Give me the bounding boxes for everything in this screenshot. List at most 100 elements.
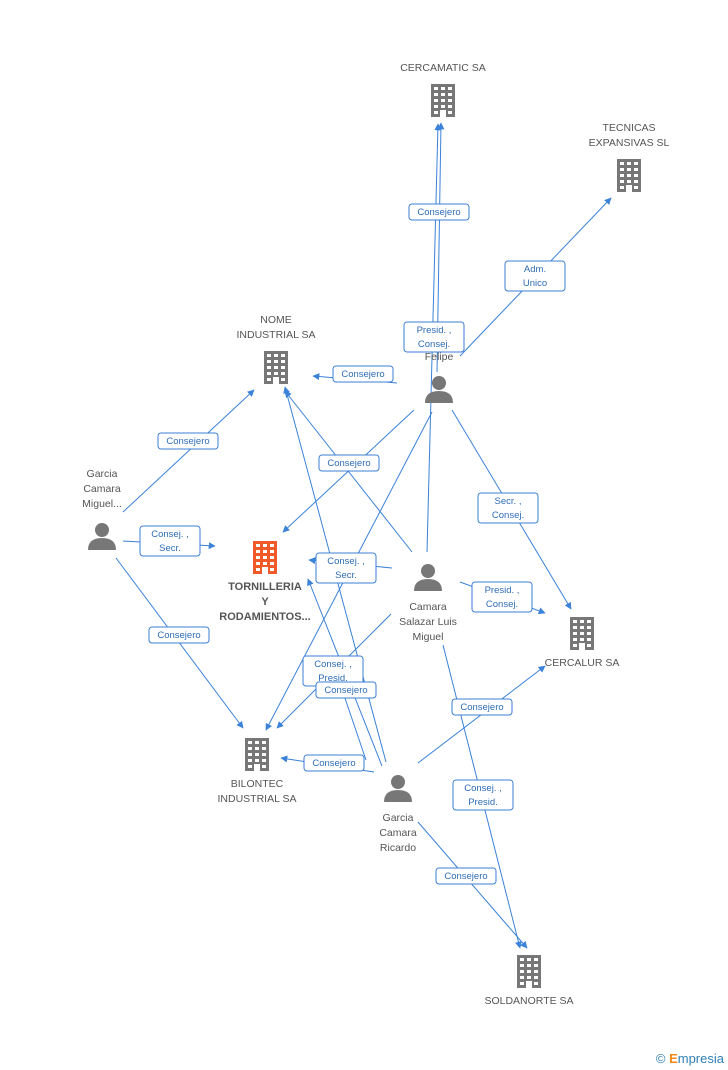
edge-role-label: Secr. , Consej. — [477, 492, 539, 524]
edge-label-box — [435, 867, 497, 885]
edge-labels-layer: ConsejeroAdm.UnicoConsejeroConsejeroSecr… — [139, 203, 566, 885]
person-icon — [414, 564, 442, 591]
edge-label-text: Secr. , — [495, 496, 522, 507]
edge-role-label: Consej. , Presid. — [302, 655, 364, 687]
edge-role-label: Consejero — [157, 432, 219, 450]
building-icon — [617, 159, 641, 192]
node-tornilleria[interactable]: TORNILLERIA Y RODAMIENTOS... — [219, 541, 311, 623]
edge-ricardo-to-soldanorte — [417, 821, 528, 949]
edge-label-text: Consejero — [312, 758, 355, 769]
edge-label-text: Consej. — [418, 339, 450, 350]
edge-label-text: Consej. , — [464, 783, 502, 794]
edge-role-label: Consejero — [451, 698, 513, 716]
node-tecnicas[interactable]: TECNICAS EXPANSIVAS SL — [589, 122, 670, 192]
node-label: CERCAMATIC SA — [400, 62, 486, 74]
edge-label-text: Presid. , — [417, 325, 452, 336]
node-label: TECNICAS — [602, 122, 655, 134]
node-label: Camara — [409, 601, 447, 613]
edge-label-text: Secr. — [335, 570, 357, 581]
edge-label-box — [318, 454, 380, 472]
person-icon — [425, 376, 453, 403]
node-label: Garcia — [87, 468, 118, 480]
edge-label-box — [504, 260, 566, 292]
building-icon — [431, 84, 455, 117]
edge-label-text: Unico — [523, 278, 547, 289]
edge-role-label: Consejero — [148, 626, 210, 644]
node-label: Miguel — [413, 631, 444, 643]
edge-label-text: Consejero — [327, 458, 370, 469]
node-label: BILONTEC — [231, 778, 284, 790]
building-icon — [570, 617, 594, 650]
edge-label-text: Consejero — [341, 369, 384, 380]
node-label: RODAMIENTOS... — [219, 611, 310, 623]
node-label: Y — [261, 596, 269, 608]
building-icon — [517, 955, 541, 988]
edge-label-text: Consejero — [417, 207, 460, 218]
edge-role-label: Consej. , Presid. — [452, 779, 514, 811]
edge-label-text: Presid. , — [485, 585, 520, 596]
edge-label-box — [303, 754, 365, 772]
node-label: TORNILLERIA — [228, 581, 302, 593]
edge-label-box — [451, 698, 513, 716]
edge-role-label: Consejero — [303, 754, 365, 772]
node-label: Miguel... — [82, 498, 122, 510]
edge-label-box — [471, 581, 533, 613]
node-label: NOME — [260, 314, 292, 326]
edge-role-label: Consejero — [315, 681, 377, 699]
brand-initial: E — [669, 1051, 678, 1066]
building-icon — [253, 541, 277, 574]
edge-label-box — [315, 681, 377, 699]
edge-label-box — [332, 365, 394, 383]
edge-label-text: Consej. , — [327, 556, 365, 567]
edge-label-box — [315, 552, 377, 584]
edge-label-text: Consejero — [460, 702, 503, 713]
node-bilontec[interactable]: BILONTEC INDUSTRIAL SA — [218, 738, 297, 805]
edge-role-label: Consejero — [435, 867, 497, 885]
edge-label-text: Consej. , — [314, 659, 352, 670]
edge-label-text: Consejero — [157, 630, 200, 641]
node-cercalur[interactable]: CERCALUR SA — [545, 617, 620, 669]
edge-miguel-to-nome — [122, 389, 255, 513]
edge-role-label: Consej. , Secr. — [315, 552, 377, 584]
edge-label-text: Presid. — [468, 797, 498, 808]
edge-label-text: Consejero — [324, 685, 367, 696]
node-label: Camara — [83, 483, 121, 495]
node-cercamatic[interactable]: CERCAMATIC SA — [400, 62, 486, 117]
edge-role-label: Presid. ,Consej. — [471, 581, 533, 613]
node-label: CERCALUR SA — [545, 657, 620, 669]
edge-label-text: Presid. — [318, 673, 348, 684]
node-miguel[interactable]: GarciaCamaraMiguel... — [82, 468, 122, 550]
node-label: Garcia — [383, 812, 414, 824]
node-label: INDUSTRIAL SA — [218, 793, 297, 805]
person-icon — [88, 523, 116, 550]
node-label: INDUSTRIAL SA — [237, 329, 316, 341]
edge-role-label: Presid. , Consej. — [403, 321, 465, 353]
edge-role-label: Consejero — [318, 454, 380, 472]
node-soldanorte[interactable]: SOLDANORTE SA — [484, 955, 574, 1007]
brand-name: mpresia — [677, 1051, 724, 1066]
edge-label-box — [157, 432, 219, 450]
edge-label-box — [403, 321, 465, 353]
edge-label-text: Consej. — [492, 510, 524, 521]
node-label: Camara — [379, 827, 417, 839]
edge-role-label: Adm. Unico — [504, 260, 566, 292]
edge-role-label: Consejero — [332, 365, 394, 383]
empresia-watermark: © Empresia — [656, 1051, 724, 1066]
edge-label-box — [477, 492, 539, 524]
edge-label-box — [408, 203, 470, 221]
edge-role-label: Consejero — [408, 203, 470, 221]
edge-label-text: Adm. — [524, 264, 546, 275]
edge-label-box — [139, 525, 201, 557]
node-felipe[interactable]: Felipe — [425, 351, 454, 403]
person-icon — [384, 775, 412, 802]
node-nome[interactable]: NOME INDUSTRIAL SA — [237, 314, 316, 384]
node-label: EXPANSIVAS SL — [589, 137, 670, 149]
node-label: Felipe — [425, 351, 454, 363]
node-label: Ricardo — [380, 842, 416, 854]
edge-label-box — [148, 626, 210, 644]
edge-label-text: Consej. , — [151, 529, 189, 540]
edge-label-box — [452, 779, 514, 811]
